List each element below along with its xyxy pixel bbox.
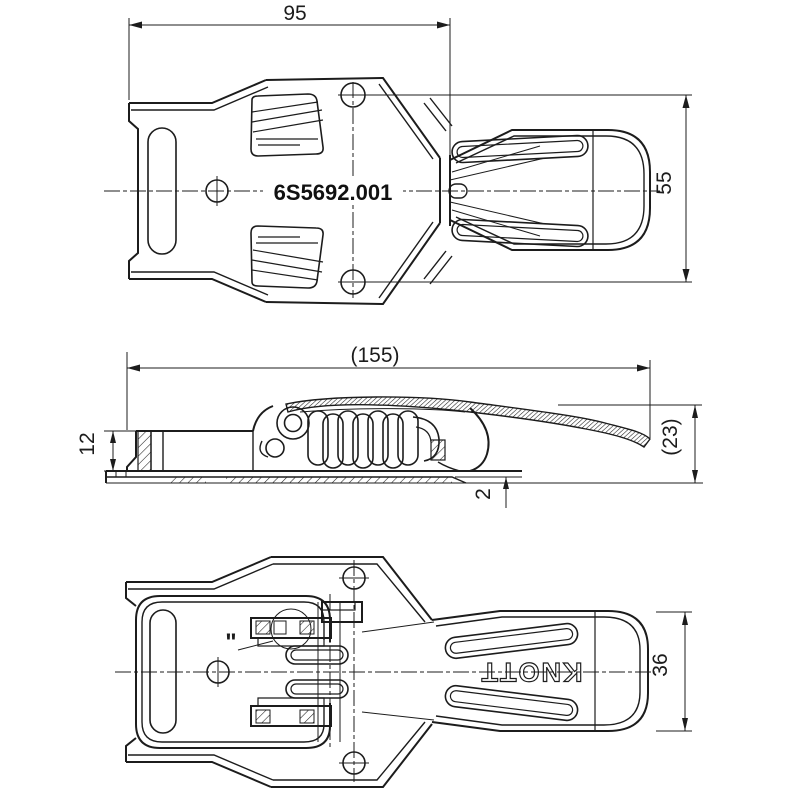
- dim-23: (23): [558, 404, 702, 483]
- dim-155-label: (155): [350, 344, 399, 367]
- bottom-flanges: [125, 556, 272, 788]
- upper-cutout: [250, 93, 324, 157]
- dim-36: 36: [649, 611, 692, 732]
- top-view-lever: [449, 129, 651, 251]
- dim-2: 2: [455, 476, 522, 508]
- bottom-plate: [271, 556, 433, 788]
- top-view-inner-edges: [131, 83, 453, 299]
- bottom-lever-slot-upper: [444, 622, 579, 660]
- spring-coils: [307, 410, 419, 469]
- part-number-mask: [263, 177, 403, 204]
- side-hook-block: [126, 430, 254, 472]
- lower-cutout: [250, 225, 324, 289]
- dim-55: 55: [340, 94, 692, 283]
- side-housing: [252, 405, 490, 472]
- lever-slot-upper: [451, 134, 589, 164]
- bottom-holes: [206, 566, 369, 775]
- detail-annotation-group: ": [225, 629, 274, 656]
- part-number: 6S5692.001: [274, 180, 393, 205]
- bottom-lever-slot-lower: [444, 684, 579, 722]
- hook-slot: [147, 127, 177, 255]
- dim-23-label: (23): [659, 418, 682, 455]
- adjuster-mechanism: [250, 601, 435, 742]
- bottom-lever: KNOTT: [431, 610, 649, 732]
- bottom-view: " KNOTT 36: [115, 556, 692, 788]
- hook-frame-slot: [149, 609, 177, 734]
- top-view-outline: [128, 76, 451, 306]
- dim-12-label: 12: [76, 432, 99, 455]
- hook-frame: [135, 595, 331, 749]
- spring-left-eye: [259, 406, 310, 458]
- side-view: (155) 12 2 (23): [76, 344, 703, 508]
- neck-slot: [448, 183, 468, 199]
- detail-annotation-label: ": [225, 629, 236, 656]
- dim-36-label: 36: [649, 653, 672, 676]
- dim-55-label: 55: [653, 171, 676, 194]
- detail-circle: [270, 608, 312, 650]
- lever-slot-lower: [451, 218, 589, 248]
- dim-95-label: 95: [283, 2, 306, 25]
- side-base-plate: [105, 470, 703, 484]
- brand-stamp: KNOTT: [480, 657, 583, 687]
- dim-155: (155): [126, 344, 651, 438]
- dim-12: 12: [76, 430, 140, 472]
- top-view: 6S5692.001 95 55: [104, 2, 692, 306]
- bottom-flange-inner: [128, 563, 274, 781]
- handle-band: [285, 396, 651, 448]
- dim-95: 95: [128, 2, 451, 155]
- dim-2-label: 2: [472, 488, 495, 500]
